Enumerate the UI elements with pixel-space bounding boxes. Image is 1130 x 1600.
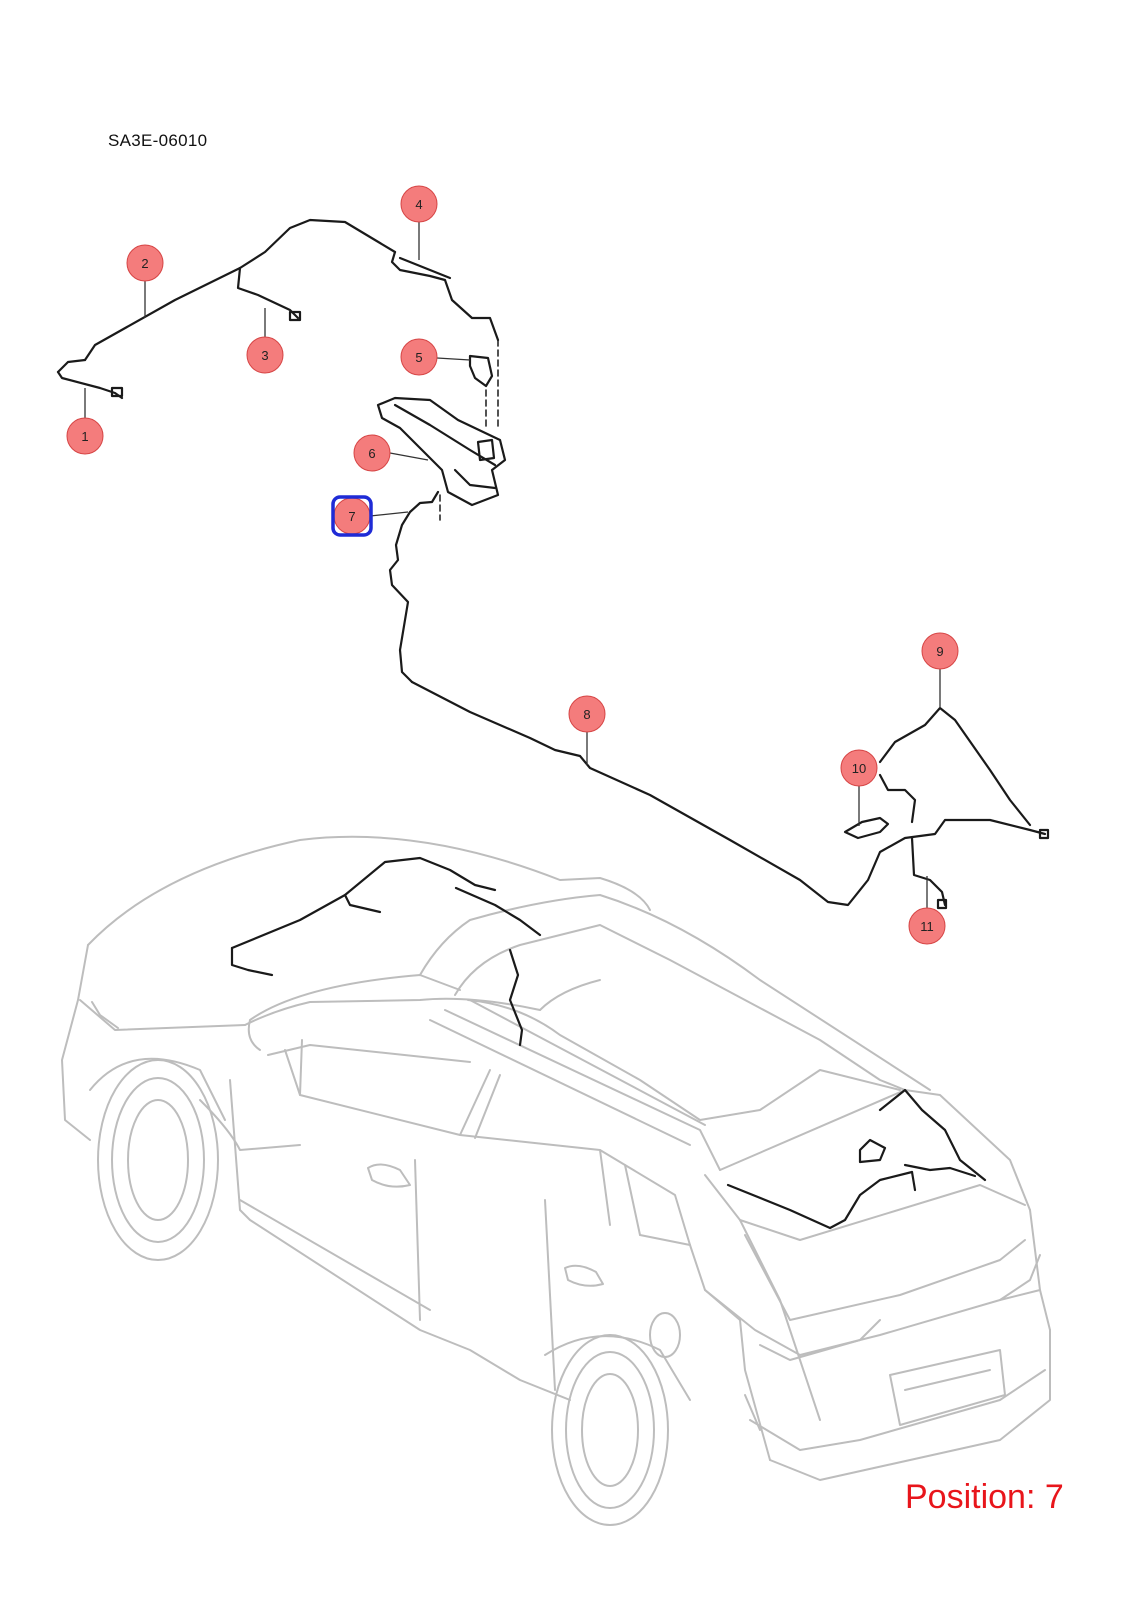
- callout-2[interactable]: 2: [126, 244, 164, 282]
- callout-9[interactable]: 9: [921, 632, 959, 670]
- callout-6[interactable]: 6: [353, 434, 391, 472]
- callout-11-label: 11: [920, 919, 934, 934]
- position-label: Position: 7: [905, 1478, 1064, 1516]
- selection-highlight: [331, 495, 373, 537]
- callout-5-label: 5: [415, 350, 422, 365]
- callout-5[interactable]: 5: [400, 338, 438, 376]
- callout-6-label: 6: [368, 446, 375, 461]
- callout-8[interactable]: 8: [568, 695, 606, 733]
- vehicle-wiring: [230, 856, 987, 1230]
- callout-7[interactable]: 7: [331, 495, 373, 537]
- callout-3[interactable]: 3: [246, 336, 284, 374]
- callout-10-label: 10: [852, 761, 866, 776]
- callout-1-label: 1: [81, 429, 88, 444]
- callout-4-label: 4: [415, 197, 422, 212]
- callout-10[interactable]: 10: [840, 749, 878, 787]
- callout-1[interactable]: 1: [66, 417, 104, 455]
- callout-7-label: 7: [348, 509, 355, 524]
- callout-2-label: 2: [141, 256, 148, 271]
- callouts: [84, 221, 941, 908]
- diagram-code: SA3E-06010: [108, 131, 208, 150]
- harness-parts: [56, 218, 1050, 910]
- callout-11[interactable]: 11: [908, 907, 946, 945]
- callout-9-label: 9: [936, 644, 943, 659]
- vehicle-outline: [61, 835, 1051, 1526]
- callout-8-label: 8: [583, 707, 590, 722]
- callout-4[interactable]: 4: [400, 185, 438, 223]
- callout-3-label: 3: [261, 348, 268, 363]
